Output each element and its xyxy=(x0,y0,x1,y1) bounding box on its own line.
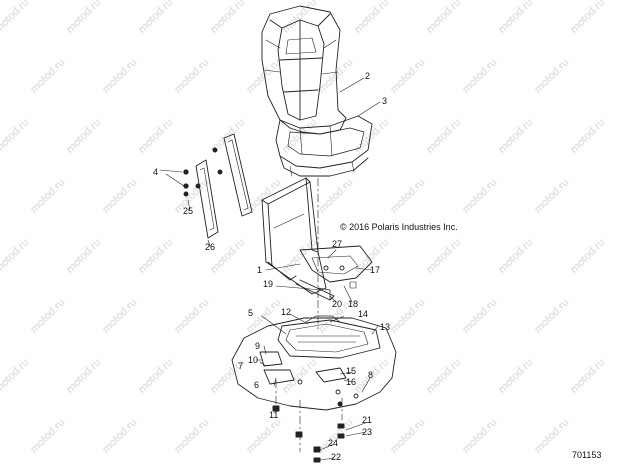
drawing-number: 701153 xyxy=(572,450,602,460)
callout-20: 20 xyxy=(332,299,343,309)
callout-22: 22 xyxy=(331,452,342,462)
callout-3: 3 xyxy=(382,96,388,106)
callout-9: 9 xyxy=(255,341,261,351)
callout-6: 6 xyxy=(254,380,260,390)
leader-lines xyxy=(259,77,381,461)
seat-backrest xyxy=(261,5,347,135)
assembly-centerlines xyxy=(275,177,343,453)
callout-2: 2 xyxy=(365,71,371,81)
copyright-notice: © 2016 Polaris Industries Inc. xyxy=(340,222,458,232)
seat-assembly xyxy=(261,5,373,177)
callout-16: 16 xyxy=(346,377,357,387)
callout-1: 1 xyxy=(257,265,263,275)
seat-frame xyxy=(261,177,373,301)
callout-8: 8 xyxy=(368,370,374,380)
callout-24: 24 xyxy=(328,438,339,448)
callout-5: 5 xyxy=(248,308,254,318)
callout-15: 15 xyxy=(346,366,357,376)
seat-slide-rails xyxy=(159,133,253,247)
callout-4: 4 xyxy=(153,167,159,177)
seat-base-plate xyxy=(231,315,397,411)
callout-21: 21 xyxy=(362,415,373,425)
callout-26: 26 xyxy=(205,242,216,252)
fasteners xyxy=(272,405,345,463)
callout-10: 10 xyxy=(248,355,259,365)
callout-27: 27 xyxy=(332,239,343,249)
callout-13: 13 xyxy=(380,322,391,332)
callout-18: 18 xyxy=(348,299,359,309)
callout-7: 7 xyxy=(238,361,244,371)
callout-25: 25 xyxy=(183,206,194,216)
callout-14: 14 xyxy=(358,309,369,319)
callout-11: 11 xyxy=(269,410,279,420)
callout-17: 17 xyxy=(370,265,381,275)
callout-19: 19 xyxy=(263,279,274,289)
callout-12: 12 xyxy=(281,307,292,317)
callout-23: 23 xyxy=(362,427,373,437)
seat-cushion xyxy=(275,115,373,169)
